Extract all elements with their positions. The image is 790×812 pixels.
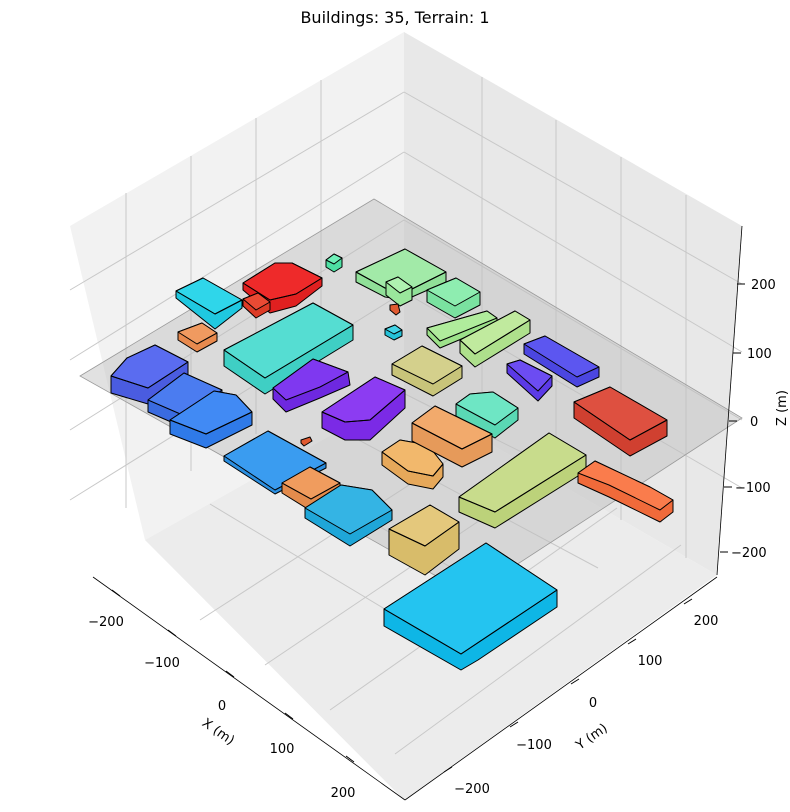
chart-title: Buildings: 35, Terrain: 1 — [300, 8, 489, 27]
y-axis-label: Y (m) — [573, 721, 611, 754]
building — [175, 277, 243, 330]
building — [391, 345, 463, 397]
y-tick-mark — [509, 721, 519, 728]
y-tick-label: 0 — [589, 696, 597, 711]
gridline — [69, 91, 405, 291]
building — [506, 359, 553, 402]
y-tick-mark — [627, 638, 637, 645]
z-axis-label: Z (m) — [775, 390, 790, 426]
building — [577, 460, 674, 523]
building — [223, 302, 354, 395]
gridline — [403, 91, 743, 285]
building — [426, 310, 498, 349]
gridline — [394, 544, 682, 755]
building — [411, 405, 493, 468]
building — [177, 322, 218, 353]
y-tick-mark — [683, 598, 693, 605]
building — [383, 542, 558, 671]
x-tick-label: −100 — [144, 656, 180, 671]
building — [321, 376, 406, 441]
building — [389, 303, 401, 316]
building — [281, 466, 341, 512]
building — [300, 436, 313, 447]
y-axis-line — [404, 576, 718, 801]
building — [523, 335, 600, 388]
building — [455, 391, 519, 439]
building — [385, 276, 413, 307]
x-tick-mark — [225, 670, 235, 678]
building — [272, 358, 351, 413]
buildings — [110, 248, 674, 671]
x-axis-label: X (m) — [199, 716, 237, 749]
gridline — [69, 151, 405, 361]
gridline — [403, 219, 743, 421]
building — [459, 310, 531, 368]
building — [242, 292, 271, 319]
gridline — [403, 151, 743, 353]
x-tick-mark — [284, 712, 294, 720]
x-axis-line — [92, 576, 406, 801]
y-tick-label: −100 — [516, 738, 552, 753]
x-tick-label: −200 — [88, 615, 124, 630]
building — [458, 432, 587, 529]
x-tick-label: 0 — [218, 699, 226, 714]
z-tick-label: −200 — [731, 546, 767, 561]
y-tick-label: 100 — [638, 654, 663, 669]
x-tick-mark — [111, 589, 121, 597]
y-tick-mark — [570, 678, 580, 685]
z-tick-label: 0 — [750, 415, 758, 430]
x-tick-label: 200 — [331, 786, 356, 801]
building — [304, 484, 393, 547]
building — [573, 386, 668, 457]
x-tick-mark — [167, 629, 177, 637]
z-tick-label: 200 — [751, 278, 776, 293]
z-axis: 200 100 0 −100 −200 Z (m) — [716, 225, 790, 576]
building — [384, 324, 403, 341]
building — [169, 390, 253, 449]
y-tick-label: −200 — [454, 782, 490, 797]
x-tick-label: 100 — [270, 742, 295, 757]
z-tick-label: −100 — [735, 481, 771, 496]
building — [426, 277, 481, 319]
building — [355, 248, 447, 301]
x-tick-mark — [345, 755, 355, 763]
z-tick-label: 100 — [747, 347, 772, 362]
building — [325, 253, 343, 273]
y-tick-label: 200 — [694, 614, 719, 629]
building — [388, 504, 460, 576]
y-tick-mark — [443, 766, 453, 773]
